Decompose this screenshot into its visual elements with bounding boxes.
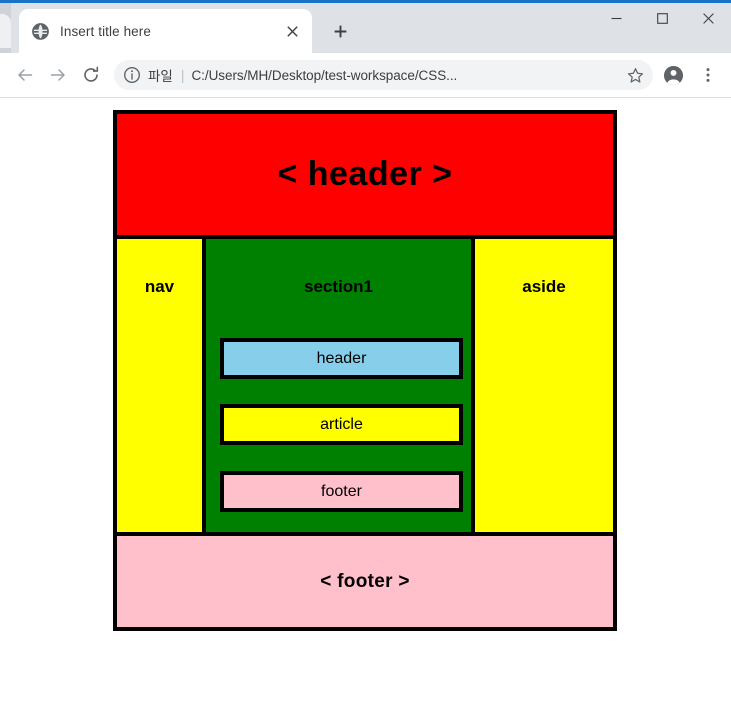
close-icon [702, 12, 714, 24]
section1-footer-label: footer [321, 482, 362, 500]
url-text: C:/Users/MH/Desktop/test-workspace/CSS..… [191, 67, 458, 83]
window-accent-strip [0, 0, 731, 3]
section1-article-label: article [320, 415, 363, 433]
minimize-button[interactable] [593, 0, 639, 36]
background-window-sliver [0, 3, 11, 53]
browser-toolbar: 파일 | C:/Users/MH/Desktop/test-workspace/… [0, 53, 731, 98]
address-bar[interactable]: 파일 | C:/Users/MH/Desktop/test-workspace/… [114, 60, 653, 90]
page-section1-label: section1 [304, 277, 373, 296]
page-middle-row: nav section1 header article footer asid [117, 239, 613, 532]
back-arrow-icon [18, 69, 33, 81]
page-nav-block: nav [117, 239, 206, 532]
section1-footer-block: footer [220, 471, 463, 512]
window-controls [593, 0, 731, 36]
reload-icon [84, 66, 99, 82]
info-circle-icon[interactable] [123, 66, 141, 84]
browser-tab[interactable]: Insert title here [19, 9, 312, 53]
minimize-icon [611, 17, 621, 19]
profile-button[interactable] [658, 60, 688, 90]
back-button[interactable] [10, 60, 40, 90]
avatar-icon [663, 65, 683, 85]
browser-menu-button[interactable] [693, 60, 723, 90]
page-section1-block: section1 header article footer [206, 239, 475, 532]
page-viewport: < header > nav section1 header article f… [0, 98, 731, 707]
new-tab-button[interactable] [324, 15, 356, 47]
page-aside-label: aside [522, 277, 566, 296]
tab-close-icon[interactable] [280, 19, 304, 43]
section1-header-block: header [220, 338, 463, 379]
url-scheme-label: 파일 [148, 69, 173, 84]
page-header-block: < header > [117, 114, 613, 239]
page-footer-label: < footer > [320, 570, 410, 592]
section1-article-block: article [220, 404, 463, 445]
maximize-icon [656, 12, 668, 24]
maximize-button[interactable] [639, 0, 685, 36]
globe-icon [32, 22, 49, 40]
layout-wrapper: < header > nav section1 header article f… [113, 110, 617, 631]
page-nav-label: nav [144, 277, 175, 296]
plus-icon [334, 25, 346, 37]
bookmark-star-icon[interactable] [621, 61, 649, 89]
tab-title: Insert title here [60, 23, 151, 39]
reload-button[interactable] [76, 60, 106, 90]
title-bar: Insert title here [0, 0, 731, 53]
close-window-button[interactable] [685, 0, 731, 36]
forward-arrow-icon [50, 69, 65, 81]
url-separator: | [180, 67, 185, 83]
section1-header-label: header [316, 349, 367, 367]
forward-button[interactable] [43, 60, 73, 90]
page-footer-block: < footer > [117, 532, 613, 627]
page-aside-block: aside [475, 239, 613, 532]
three-dots-menu-icon [706, 68, 710, 82]
tab-strip: Insert title here [0, 8, 356, 53]
page-header-label: < header > [277, 155, 453, 193]
